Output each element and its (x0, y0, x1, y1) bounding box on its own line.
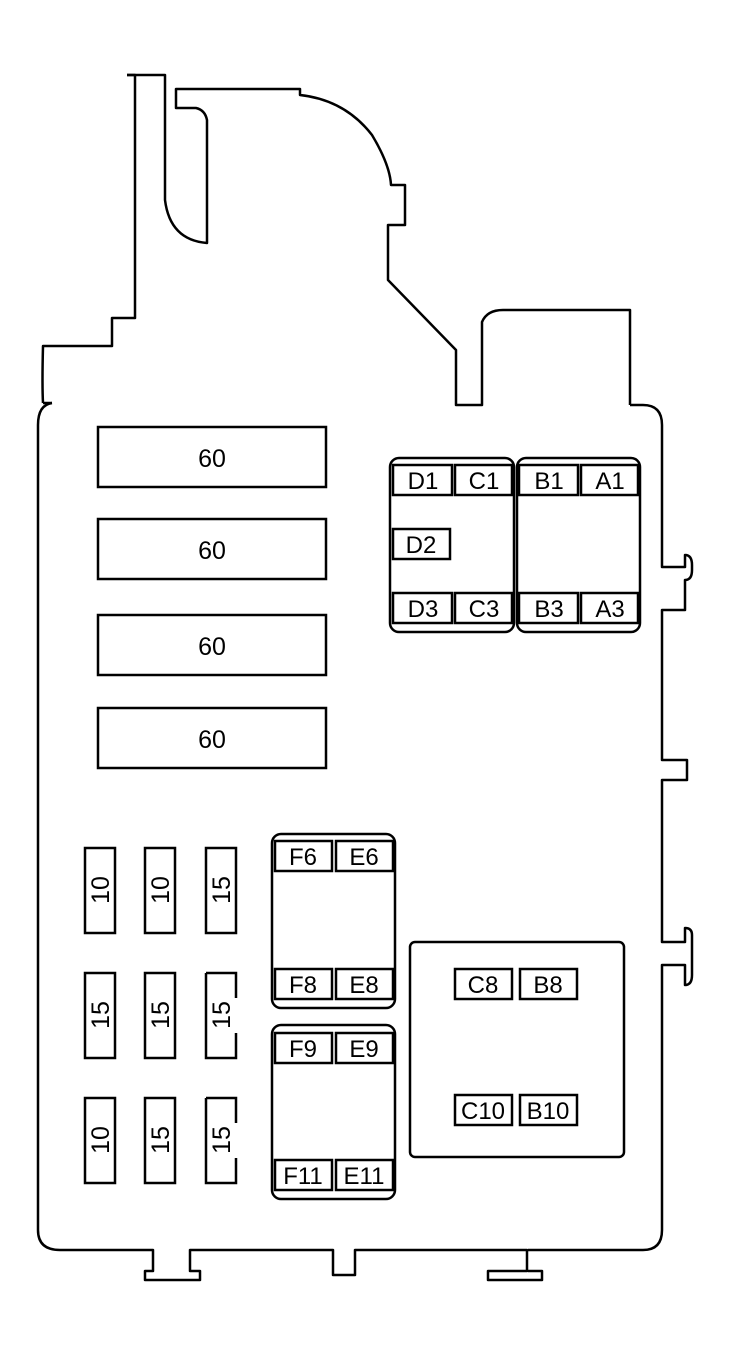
relay-label: E9 (349, 1036, 378, 1063)
relay-block-mid-upper-labels: F6 E6 F8 E8 (289, 844, 379, 999)
relay-block-left-housing (388, 456, 516, 634)
relay-block-right-labels: C8 B8 C10 B10 (461, 972, 569, 1125)
mini-fuse (143, 971, 177, 1060)
relay-cell (517, 591, 580, 625)
relay-cell (579, 591, 640, 625)
relay-block-mid-lower-labels: F9 E9 F11 E11 (283, 1036, 384, 1190)
relay-cell (334, 1031, 395, 1065)
relay-label: F11 (283, 1163, 323, 1190)
mini-fuse (83, 846, 117, 935)
relay-block-mid-lower (270, 1023, 397, 1201)
relay-block-right (408, 940, 626, 1159)
relay-label: B1 (534, 468, 563, 495)
relay-block-top-labels: D1 C1 D2 D3 C3 B1 A1 B3 A3 (406, 468, 625, 623)
relay-label: F9 (289, 1036, 317, 1063)
mini-fuse-rating: 15 (208, 1001, 236, 1029)
relay-block-housing (408, 940, 626, 1159)
relay-label: D3 (408, 596, 439, 623)
relay-cell (391, 463, 454, 497)
relay-cell (518, 1093, 579, 1127)
relay-cell (334, 1158, 395, 1192)
relay-label: F6 (289, 844, 317, 871)
relay-block-mid-upper (270, 832, 397, 1010)
relay-cell (273, 1031, 334, 1065)
relay-cell (453, 967, 514, 1001)
relay-label: B8 (533, 972, 562, 999)
relay-cell (391, 591, 454, 625)
relay-label: E8 (349, 972, 378, 999)
mini-fuse-grid: 10 10 15 15 15 15 10 15 15 (83, 846, 238, 1185)
relay-label: C3 (469, 596, 500, 623)
mini-fuse (83, 1096, 117, 1185)
maxi-fuse (96, 613, 328, 677)
relay-cell (334, 839, 395, 873)
relay-cell (517, 463, 580, 497)
relay-cell (453, 463, 514, 497)
relay-label: C1 (469, 468, 500, 495)
maxi-fuse (96, 706, 328, 770)
relay-label: C10 (461, 1098, 505, 1125)
relay-cell (334, 967, 395, 1001)
maxi-fuse-group: 60 60 60 60 (96, 425, 328, 770)
relay-label: B10 (527, 1098, 570, 1125)
relay-cell (273, 839, 334, 873)
mini-fuse (143, 1096, 177, 1185)
mini-fuse-rating: 15 (147, 1001, 175, 1029)
maxi-fuse-rating: 60 (198, 726, 226, 754)
mini-fuse (204, 846, 238, 935)
relay-block-top (388, 456, 642, 634)
relay-cell (391, 527, 452, 561)
maxi-fuse (96, 517, 328, 581)
mini-fuse-rating: 15 (87, 1001, 115, 1029)
relay-block-housing (270, 1023, 397, 1201)
relay-label: D1 (408, 468, 439, 495)
mini-fuse-rating: 10 (147, 876, 175, 904)
relay-cell (518, 967, 579, 1001)
maxi-fuse-rating: 60 (198, 633, 226, 661)
relay-label: C8 (468, 972, 499, 999)
relay-block-right-housing (515, 456, 642, 634)
mini-fuse-slot-empty (204, 971, 238, 1060)
relay-cell (273, 1158, 334, 1192)
relay-label: B3 (534, 596, 563, 623)
relay-label: E11 (344, 1163, 385, 1190)
mini-fuse-rating: 15 (208, 1126, 236, 1154)
relay-cell (579, 463, 640, 497)
mini-fuse (143, 846, 177, 935)
relay-label: E6 (349, 844, 378, 871)
mini-fuse-slot-empty (204, 1096, 238, 1185)
relay-cell (273, 967, 334, 1001)
mini-fuse (83, 971, 117, 1060)
relay-label: A3 (595, 596, 624, 623)
mini-fuse-rating: 10 (87, 1126, 115, 1154)
relay-cell (453, 1093, 514, 1127)
relay-cell (453, 591, 514, 625)
relay-label: A1 (595, 468, 624, 495)
relay-label: D2 (406, 532, 437, 559)
relay-label: F8 (289, 972, 317, 999)
maxi-fuse-rating: 60 (198, 537, 226, 565)
maxi-fuse-rating: 60 (198, 445, 226, 473)
mini-fuse-rating: 10 (87, 876, 115, 904)
mini-fuse-rating: 15 (147, 1126, 175, 1154)
maxi-fuse (96, 425, 328, 489)
relay-block-housing (270, 832, 397, 1010)
mini-fuse-rating: 15 (208, 876, 236, 904)
fuse-box-outline (36, 73, 694, 1282)
